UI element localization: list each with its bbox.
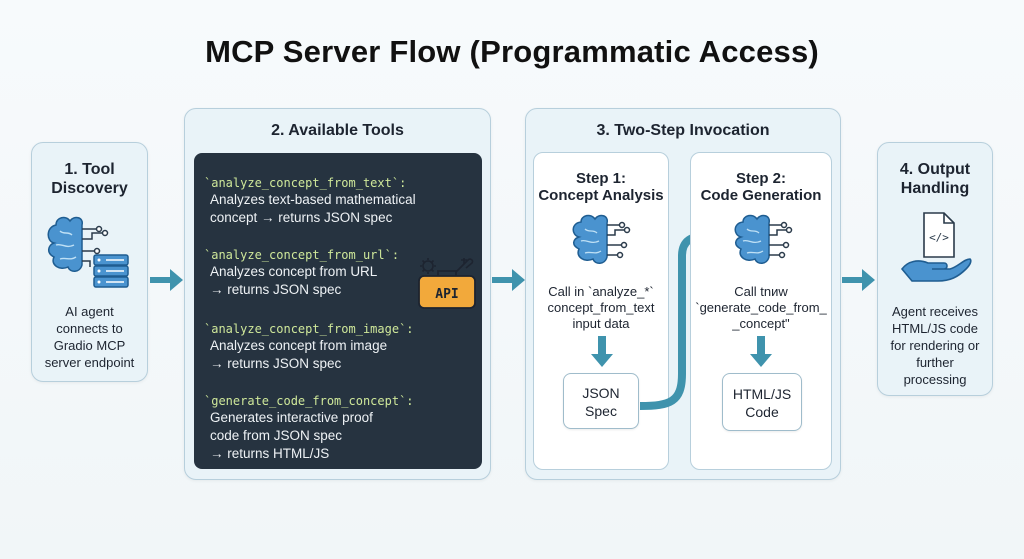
output-desc-4: further: [916, 355, 954, 370]
tool-item: `analyze_concept_from_text`: Analyzes te…: [204, 175, 416, 227]
tool-name: `analyze_concept_from_text`:: [204, 176, 407, 190]
output-desc-2: HTML/JS code: [892, 321, 978, 336]
api-toolbox-icon: API: [416, 254, 480, 312]
tool-desc: Analyzes text-based mathematical: [210, 192, 416, 207]
tool-desc: Analyzes concept from URL: [210, 264, 378, 279]
tool-item: `analyze_concept_from_url`: Analyzes con…: [204, 247, 399, 299]
output-desc-3: for rendering or: [890, 338, 980, 353]
json-spec-box: JSON Spec: [563, 373, 639, 429]
html-js-line1: HTML/JS: [732, 386, 792, 402]
invocation-title: 3. Two-Step Invocation: [596, 122, 770, 139]
discovery-title-line1: 1. Tool: [64, 161, 115, 178]
tool-desc: → returns JSON spec: [210, 356, 342, 371]
json-spec-line1: JSON: [582, 385, 620, 401]
step2-desc-3: _concept": [732, 316, 790, 331]
step2-desc-2: `generate_code_from_: [695, 300, 827, 315]
discovery-title-line2: Discovery: [51, 180, 128, 197]
step1-desc-2: concept_from_text: [547, 300, 655, 315]
tool-desc: → returns HTML/JS: [210, 446, 330, 461]
step1-desc-1: Call in `analyze_*`: [548, 284, 654, 299]
api-badge-label: API: [435, 287, 459, 302]
step2-down-arrow: [750, 336, 772, 367]
tool-desc: Analyzes concept from image: [210, 338, 388, 353]
step1-desc-3: input data: [572, 316, 630, 331]
code-document-hand-icon: </>: [900, 212, 972, 282]
tool-name: `analyze_concept_from_image`:: [204, 322, 414, 336]
discovery-desc-1: AI agent: [65, 304, 114, 319]
output-desc-1: Agent receives: [892, 304, 978, 319]
step2-title-line2: Code Generation: [700, 187, 822, 204]
tool-item: `generate_code_from_concept`: Generates …: [204, 393, 414, 463]
tool-name: `generate_code_from_concept`:: [204, 394, 414, 408]
step1-down-arrow: [591, 336, 613, 367]
flow-arrow-2: [492, 269, 525, 291]
step2-desc-1: Call tnиw: [734, 284, 788, 299]
step1-title-line1: Step 1:: [575, 170, 626, 187]
brain-icon: [734, 214, 793, 264]
tool-desc: Generates interactive proof: [210, 410, 373, 425]
step1-title-line2: Concept Analysis: [538, 187, 664, 204]
page-title: MCP Server Flow (Programmatic Access): [205, 34, 819, 69]
output-desc-5: processing: [903, 372, 967, 387]
tool-discovery-panel: 1. Tool Discovery AI agent connects to G…: [31, 142, 148, 382]
step2-title-line1: Step 2:: [735, 170, 786, 187]
tools-code-box: `analyze_concept_from_text`: Analyzes te…: [194, 153, 482, 469]
output-title-line1: 4. Output: [899, 161, 971, 178]
discovery-desc-2: connects to: [56, 321, 123, 336]
json-spec-line2: Spec: [585, 403, 617, 419]
tool-desc: → returns JSON spec: [210, 282, 342, 297]
tool-desc: code from JSON spec: [210, 428, 343, 443]
tool-name: `analyze_concept_from_url`:: [204, 248, 400, 262]
brain-icon: [572, 214, 631, 264]
html-js-line2: Code: [745, 404, 779, 420]
flow-arrow-1: [150, 269, 183, 291]
tool-item: `analyze_concept_from_image`: Analyzes c…: [204, 321, 414, 373]
discovery-desc-4: server endpoint: [44, 355, 135, 370]
tool-desc: concept → returns JSON spec: [210, 210, 393, 225]
svg-text:</>: </>: [929, 231, 949, 244]
output-title-line2: Handling: [900, 180, 970, 197]
tools-title: 2. Available Tools: [271, 122, 404, 139]
flow-arrow-3: [842, 269, 875, 291]
html-js-code-box: HTML/JS Code: [722, 373, 802, 431]
output-handling-panel: 4. Output Handling </> Agent receives HT…: [877, 142, 993, 396]
discovery-desc-3: Gradio MCP: [53, 338, 126, 353]
brain-server-icon: [47, 216, 129, 288]
